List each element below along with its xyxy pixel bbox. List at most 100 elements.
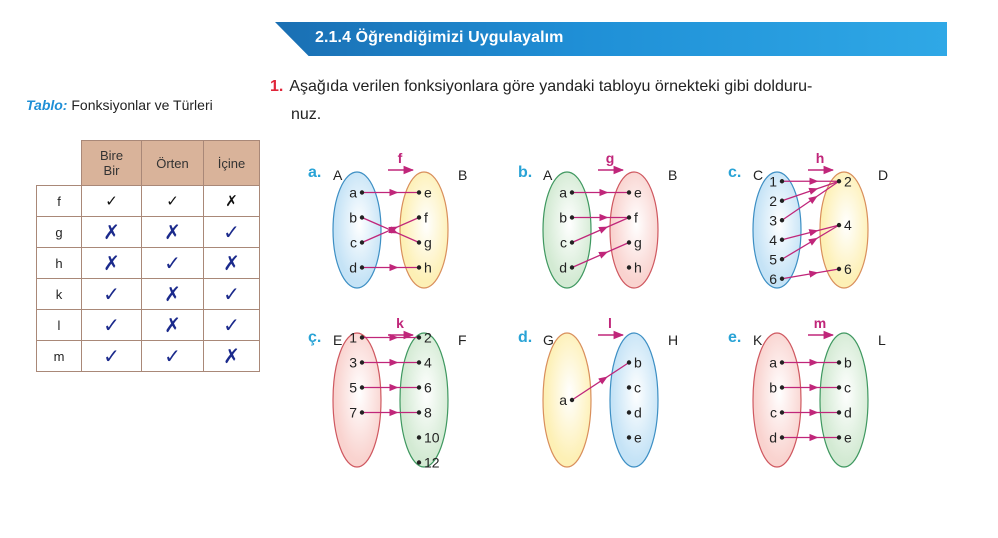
table-row: h✗✓✗ xyxy=(36,247,260,279)
table-cell[interactable]: ✓ xyxy=(81,278,142,310)
set-ellipse-B xyxy=(609,171,659,289)
element-dot xyxy=(836,222,842,228)
section-title: 2.1.4 Öğrendiğimizi Uygulayalım xyxy=(315,29,564,46)
arrowhead-icon xyxy=(598,226,609,234)
set-name-to: B xyxy=(668,167,677,183)
table-cell[interactable]: ✓ xyxy=(141,340,204,372)
element-dot xyxy=(626,360,632,365)
table-cell[interactable]: ✓ xyxy=(81,340,142,372)
element-dot xyxy=(569,240,575,245)
element-D: 6 xyxy=(844,261,852,277)
set-name-to: B xyxy=(458,167,467,183)
element-C: 2 xyxy=(769,193,777,209)
set-name-from: C xyxy=(753,167,763,183)
element-dot xyxy=(416,385,422,390)
element-F: 8 xyxy=(424,405,432,421)
caption-text: Fonksiyonlar ve Türleri xyxy=(71,97,213,113)
check-mark-icon: ✓ xyxy=(223,220,240,244)
element-A: a xyxy=(349,185,357,201)
question-text-line2: nuz. xyxy=(291,106,322,123)
element-dot xyxy=(836,179,842,184)
arrowhead-icon xyxy=(808,187,819,195)
element-A: d xyxy=(349,260,357,276)
element-G: a xyxy=(559,392,567,408)
diagram-label: c. xyxy=(728,164,741,181)
table-cell[interactable]: ✗ xyxy=(203,185,260,217)
set-name-from: A xyxy=(333,167,343,183)
diagram-label: a. xyxy=(308,164,321,181)
table-cell[interactable]: ✓ xyxy=(81,309,142,341)
set-ellipse-A xyxy=(542,171,592,289)
set-name-from: A xyxy=(543,167,553,183)
element-dot xyxy=(779,276,785,281)
element-dot xyxy=(416,410,422,415)
element-dot xyxy=(416,460,422,465)
check-mark-icon: ✓ xyxy=(223,282,240,306)
element-dot xyxy=(836,435,842,440)
set-ellipse-F xyxy=(399,332,449,468)
function-name: l xyxy=(608,315,612,331)
table-cell[interactable]: ✗ xyxy=(203,247,260,279)
table-cell[interactable]: ✗ xyxy=(203,340,260,372)
caption-prefix: Tablo: xyxy=(26,97,68,113)
question-1: 1. Aşağıda verilen fonksiyonlara göre yan… xyxy=(270,73,960,129)
row-label: l xyxy=(36,309,82,341)
table-cell[interactable]: ✗ xyxy=(81,216,142,248)
header-orten: Örten xyxy=(141,140,204,186)
diagram-label: e. xyxy=(728,329,741,346)
cross-mark-icon: ✗ xyxy=(103,251,120,275)
table-cell[interactable]: ✓ xyxy=(203,216,260,248)
table-cell[interactable]: ✗ xyxy=(141,216,204,248)
element-dot xyxy=(359,335,365,340)
table-caption: Tablo: Fonksiyonlar ve Türleri xyxy=(26,97,213,113)
element-B: h xyxy=(424,260,432,276)
arrowhead-icon xyxy=(388,226,399,234)
element-dot xyxy=(626,215,632,220)
check-mark-icon: ✓ xyxy=(166,192,179,210)
element-F: 10 xyxy=(424,430,440,446)
element-dot xyxy=(569,215,575,220)
element-dot xyxy=(359,265,365,270)
element-E: 5 xyxy=(349,380,357,396)
table-cell[interactable]: ✓ xyxy=(203,309,260,341)
set-ellipse-K xyxy=(752,332,802,468)
table-row: f✓✓✗ xyxy=(36,185,260,217)
table-cell[interactable]: ✗ xyxy=(141,309,204,341)
element-dot xyxy=(416,190,422,195)
section-banner: 2.1.4 Öğrendiğimizi Uygulayalım xyxy=(275,22,947,56)
set-name-to: F xyxy=(458,332,467,348)
element-F: 2 xyxy=(424,330,432,346)
element-H: b xyxy=(634,355,642,371)
arrowhead-icon xyxy=(808,229,819,237)
check-mark-icon: ✓ xyxy=(103,282,120,306)
table-row: l✓✗✓ xyxy=(36,309,260,341)
element-dot xyxy=(359,190,365,195)
element-H: d xyxy=(634,405,642,421)
function-name: m xyxy=(814,315,826,331)
table-cell[interactable]: ✗ xyxy=(141,278,204,310)
element-A: c xyxy=(350,235,357,251)
element-H: e xyxy=(634,430,642,446)
question-number: 1. xyxy=(270,78,284,95)
row-label: h xyxy=(36,247,82,279)
element-B: g xyxy=(634,235,642,251)
question-text-line1: Aşağıda verilen fonksiyonlara göre yanda… xyxy=(289,78,813,95)
element-dot xyxy=(359,410,365,415)
element-A: b xyxy=(559,210,567,226)
element-B: f xyxy=(424,210,428,226)
header-icine: İçine xyxy=(203,140,260,186)
element-A: c xyxy=(560,235,567,251)
function-name: f xyxy=(398,150,403,166)
element-F: 12 xyxy=(424,455,440,471)
set-ellipse-C xyxy=(752,171,802,289)
cross-mark-icon: ✗ xyxy=(164,313,181,337)
table-cell[interactable]: ✓ xyxy=(141,247,204,279)
function-name: g xyxy=(606,150,615,166)
row-label: g xyxy=(36,216,82,248)
element-dot xyxy=(836,410,842,415)
element-B: g xyxy=(424,235,432,251)
element-dot xyxy=(416,435,422,440)
